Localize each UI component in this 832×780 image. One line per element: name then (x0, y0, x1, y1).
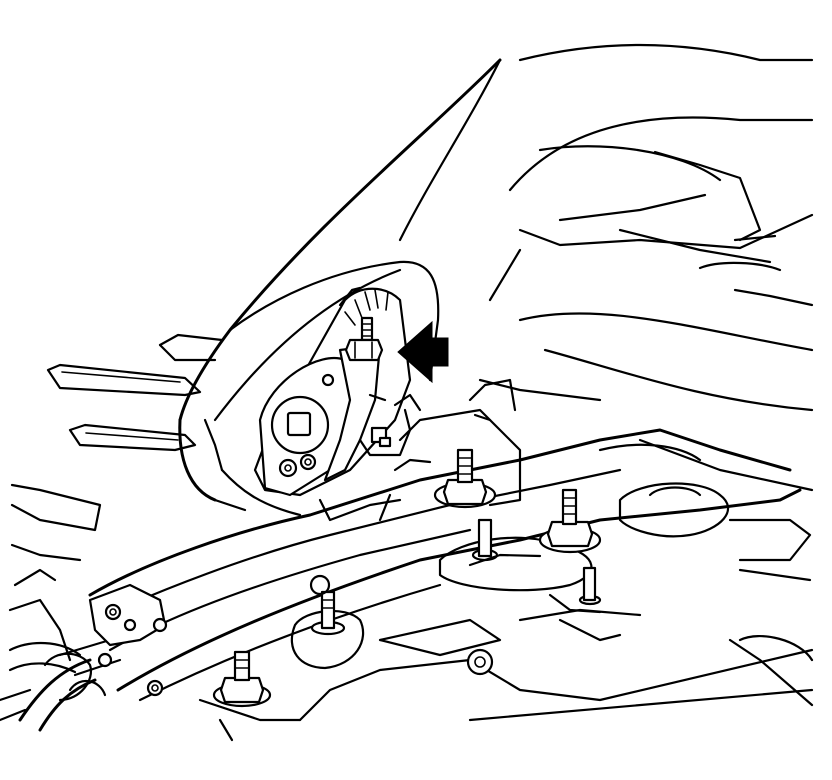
seat-shell (178, 58, 502, 517)
recliner-assembly (253, 286, 422, 497)
seat-track-frame (88, 378, 814, 742)
floor-pan (398, 43, 814, 492)
cable-assembly (0, 568, 168, 732)
arrow-left-icon (397, 320, 449, 384)
stud-center-small (471, 518, 499, 562)
hole-lower-right (309, 574, 494, 676)
stud-nut-upper-center (433, 448, 497, 509)
stud-lower-center (290, 590, 365, 670)
stud-nut-lower-left (212, 650, 272, 708)
stud-nut-right-center (538, 488, 602, 554)
stud-right-small (578, 566, 602, 606)
seat-rails-left (10, 333, 224, 562)
adjuster-mounting-nut (344, 338, 384, 362)
